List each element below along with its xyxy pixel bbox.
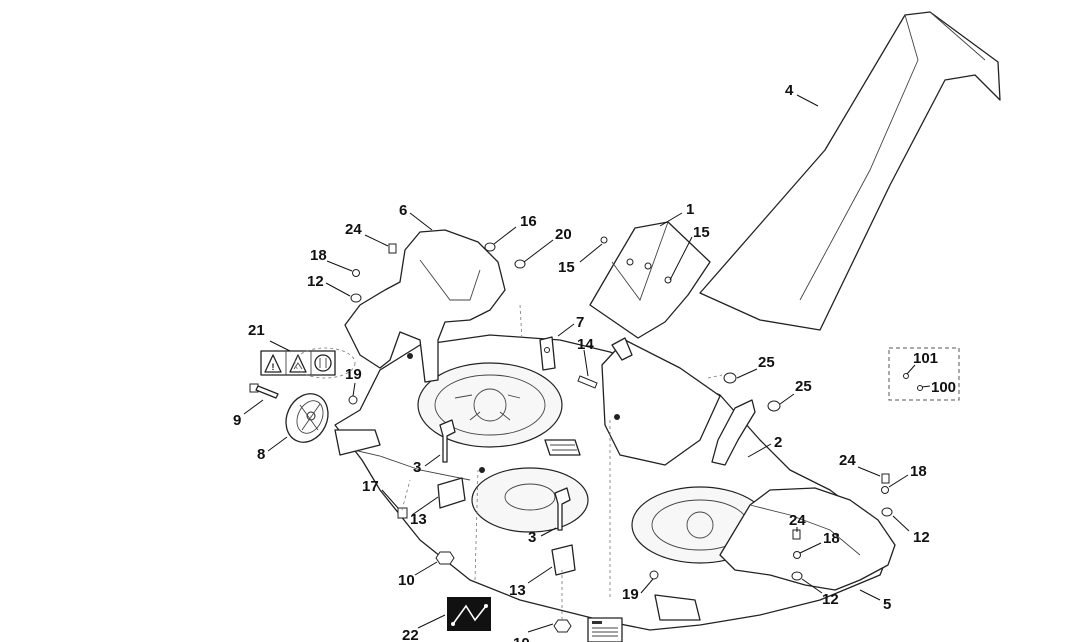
callout-9: 9 [233, 412, 241, 429]
callout-19-right: 19 [622, 586, 639, 603]
callout-3-left: 3 [413, 459, 421, 476]
nut-18-left[interactable] [352, 269, 360, 277]
washer-12-mid[interactable] [791, 571, 803, 581]
nut-25-lower[interactable] [767, 400, 781, 412]
left-blade-housing [417, 362, 563, 448]
deck-hanger-bracket-right[interactable] [711, 399, 756, 466]
vent-grille [544, 439, 581, 456]
wheel-bolt[interactable] [249, 383, 279, 399]
nut-18-mid[interactable] [793, 551, 801, 559]
callout-24-right: 24 [839, 452, 856, 469]
callout-1: 1 [686, 201, 694, 218]
hand-hazard-icon [289, 354, 307, 373]
callout-16: 16 [520, 213, 537, 230]
callout-101: 101 [913, 350, 938, 367]
callout-7: 7 [576, 314, 584, 331]
callout-8: 8 [257, 446, 265, 463]
mount-bracket[interactable] [539, 336, 556, 371]
deck-hanger-bracket-left[interactable] [611, 337, 633, 361]
callout-25-lower: 25 [795, 378, 812, 395]
deck-holes [407, 353, 485, 473]
bolt-14[interactable] [577, 375, 598, 389]
rear-bracket-right[interactable] [551, 544, 576, 576]
nut-19-right[interactable] [649, 570, 659, 580]
instruction-label[interactable] [587, 617, 623, 642]
callout-17: 17 [362, 478, 379, 495]
safety-label[interactable]: ! [260, 347, 356, 379]
nut-25-upper[interactable] [723, 372, 737, 384]
callout-15-left: 15 [558, 259, 575, 276]
callout-12-left: 12 [307, 273, 324, 290]
callout-13-right: 13 [509, 582, 526, 599]
warning-triangle-icon: ! [264, 354, 282, 373]
callout-10-right: 10 [513, 635, 530, 642]
nut-18-right[interactable] [881, 486, 889, 494]
callout-2: 2 [774, 434, 782, 451]
callout-22: 22 [402, 627, 419, 642]
hearing-protection-icon [314, 354, 332, 372]
spacer-24-left[interactable] [388, 243, 397, 254]
callout-12-mid: 12 [822, 591, 839, 608]
callout-15-right: 15 [693, 224, 710, 241]
discharge-chute[interactable] [699, 11, 1001, 331]
rear-bracket-left[interactable] [437, 477, 466, 509]
callout-12-right: 12 [913, 529, 930, 546]
bolt-17[interactable] [397, 507, 408, 519]
washer-12-right[interactable] [881, 507, 893, 517]
gauge-wheel[interactable] [278, 387, 335, 449]
callout-21: 21 [248, 322, 265, 339]
assembly-guide-lines [401, 304, 723, 620]
callout-24-left: 24 [345, 221, 362, 238]
nut-10-left[interactable] [435, 551, 455, 565]
belt-routing-decal[interactable] [447, 597, 491, 631]
front-bracket-right[interactable] [654, 594, 701, 621]
callout-10-left: 10 [398, 572, 415, 589]
callout-18-mid: 18 [823, 530, 840, 547]
callout-14: 14 [577, 336, 594, 353]
height-pin-right[interactable] [554, 487, 571, 531]
callout-5: 5 [883, 596, 891, 613]
callout-18-right: 18 [910, 463, 927, 480]
svg-text:!: ! [272, 362, 275, 372]
washer-16[interactable] [484, 242, 496, 252]
callout-4: 4 [785, 82, 794, 99]
screw-15-right[interactable] [644, 262, 672, 284]
callout-19-left: 19 [345, 366, 362, 383]
belt-routing-icon [451, 604, 488, 626]
washer-20[interactable] [514, 259, 526, 269]
deflector-plate[interactable] [589, 221, 711, 339]
nut-19-left[interactable] [348, 395, 358, 405]
callout-20: 20 [555, 226, 572, 243]
right-deck-shield[interactable] [719, 487, 896, 591]
callout-24-mid: 24 [789, 512, 806, 529]
callout-25-upper: 25 [758, 354, 775, 371]
callout-labels: 1 2 3 3 4 5 6 7 8 9 10 10 12 12 12 13 13… [233, 82, 956, 642]
height-pin-left[interactable] [439, 419, 456, 463]
callout-100: 100 [931, 379, 956, 396]
leader-lines [243, 94, 931, 633]
callout-18-left: 18 [310, 247, 327, 264]
callout-13-left: 13 [410, 511, 427, 528]
spacer-24-right[interactable] [881, 473, 890, 484]
nut-10-right[interactable] [553, 619, 572, 633]
left-deflector-hood[interactable] [344, 229, 506, 383]
callout-3-right: 3 [528, 529, 536, 546]
front-bracket-left[interactable] [334, 429, 381, 456]
callout-6: 6 [399, 202, 407, 219]
hardware-kit-box [888, 347, 960, 401]
screw-15-left[interactable] [600, 236, 634, 266]
label-sheet-icon [592, 621, 618, 637]
washer-12-left[interactable] [350, 293, 362, 303]
